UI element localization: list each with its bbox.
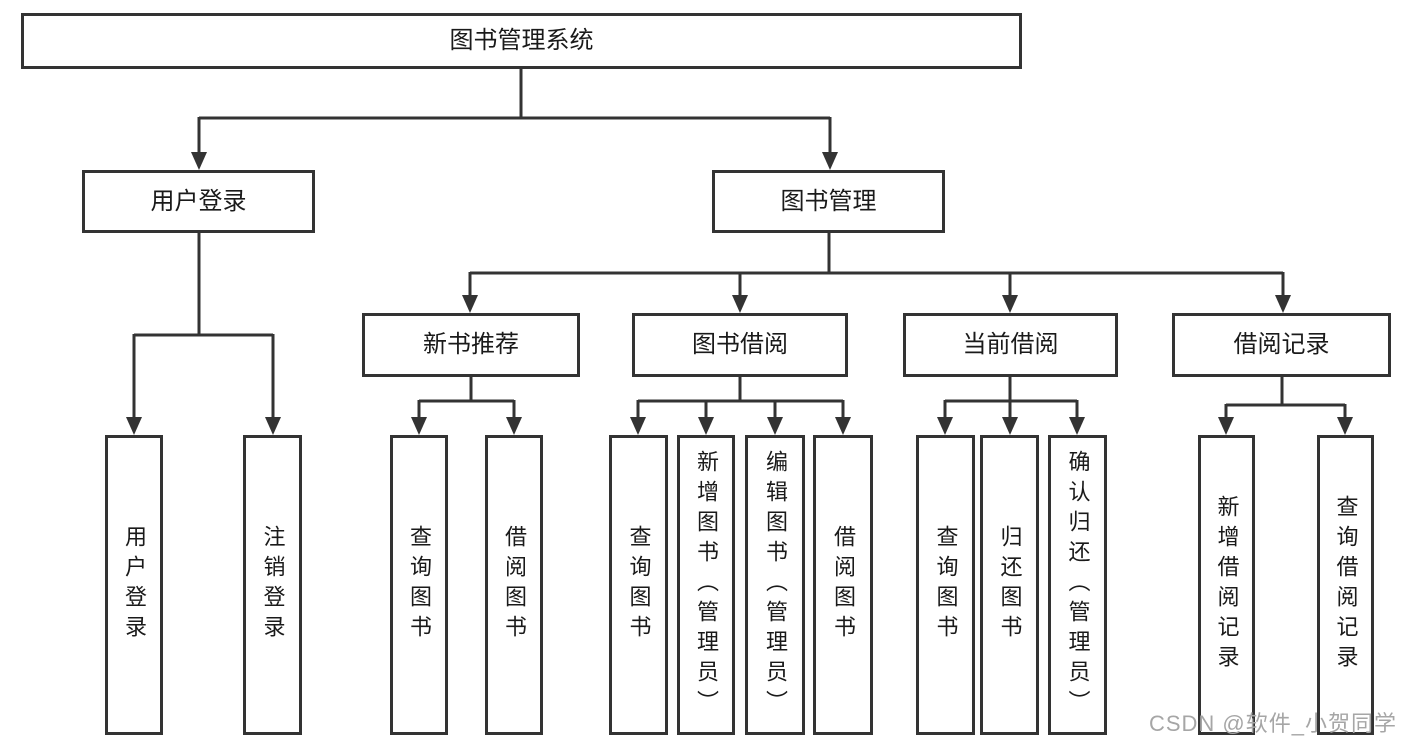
leaf-add-books-admin: 新增图书（管理员） <box>677 435 735 735</box>
leaf-borrow-books-recommend: 借阅图书 <box>485 435 543 735</box>
node-book-borrowing: 图书借阅 <box>632 313 848 377</box>
leaf-query-borrow-record: 查询借阅记录 <box>1317 435 1374 735</box>
leaf-query-books-borrow: 查询图书 <box>609 435 668 735</box>
node-label: 编辑图书（管理员） <box>763 450 788 720</box>
leaf-query-books-recommend: 查询图书 <box>390 435 448 735</box>
leaf-confirm-return-admin: 确认归还（管理员） <box>1048 435 1107 735</box>
leaf-user-login: 用户登录 <box>105 435 163 735</box>
node-label: 借阅图书 <box>502 525 527 645</box>
csdn-watermark: CSDN @软件_小贺同学 <box>1148 711 1397 736</box>
node-label: 新书推荐 <box>423 331 519 358</box>
node-label: 查询图书 <box>407 525 432 645</box>
leaf-logout: 注销登录 <box>243 435 302 735</box>
leaf-return-books: 归还图书 <box>980 435 1039 735</box>
node-label: 注销登录 <box>260 525 286 645</box>
node-borrowing-records: 借阅记录 <box>1172 313 1391 377</box>
leaf-borrow-books: 借阅图书 <box>813 435 873 735</box>
node-label: 归还图书 <box>997 525 1023 645</box>
node-label: 查询借阅记录 <box>1333 495 1359 675</box>
node-label: 用户登录 <box>150 187 247 215</box>
leaf-query-books-current: 查询图书 <box>916 435 975 735</box>
node-library-management-system: 图书管理系统 <box>21 13 1022 69</box>
node-label: 新增借阅记录 <box>1214 495 1240 675</box>
leaf-add-borrow-record: 新增借阅记录 <box>1198 435 1255 735</box>
node-current-borrowing: 当前借阅 <box>903 313 1118 377</box>
node-label: 新增图书（管理员） <box>694 450 719 720</box>
arrowheads <box>126 152 1353 435</box>
node-label: 图书借阅 <box>692 331 788 358</box>
node-label: 用户登录 <box>122 525 147 645</box>
node-user-login-group: 用户登录 <box>82 170 315 233</box>
leaf-edit-books-admin: 编辑图书（管理员） <box>745 435 805 735</box>
node-label: 查询图书 <box>933 525 959 645</box>
node-label: 图书管理 <box>780 187 877 215</box>
connector-lines <box>132 69 1347 419</box>
node-label: 确认归还（管理员） <box>1065 450 1091 720</box>
node-label: 借阅记录 <box>1233 331 1330 358</box>
node-book-management-group: 图书管理 <box>712 170 945 233</box>
node-label: 借阅图书 <box>831 525 856 645</box>
node-label: 查询图书 <box>626 525 652 645</box>
node-new-book-recommendation: 新书推荐 <box>362 313 580 377</box>
node-label: 图书管理系统 <box>449 27 594 54</box>
node-label: 当前借阅 <box>962 331 1059 358</box>
